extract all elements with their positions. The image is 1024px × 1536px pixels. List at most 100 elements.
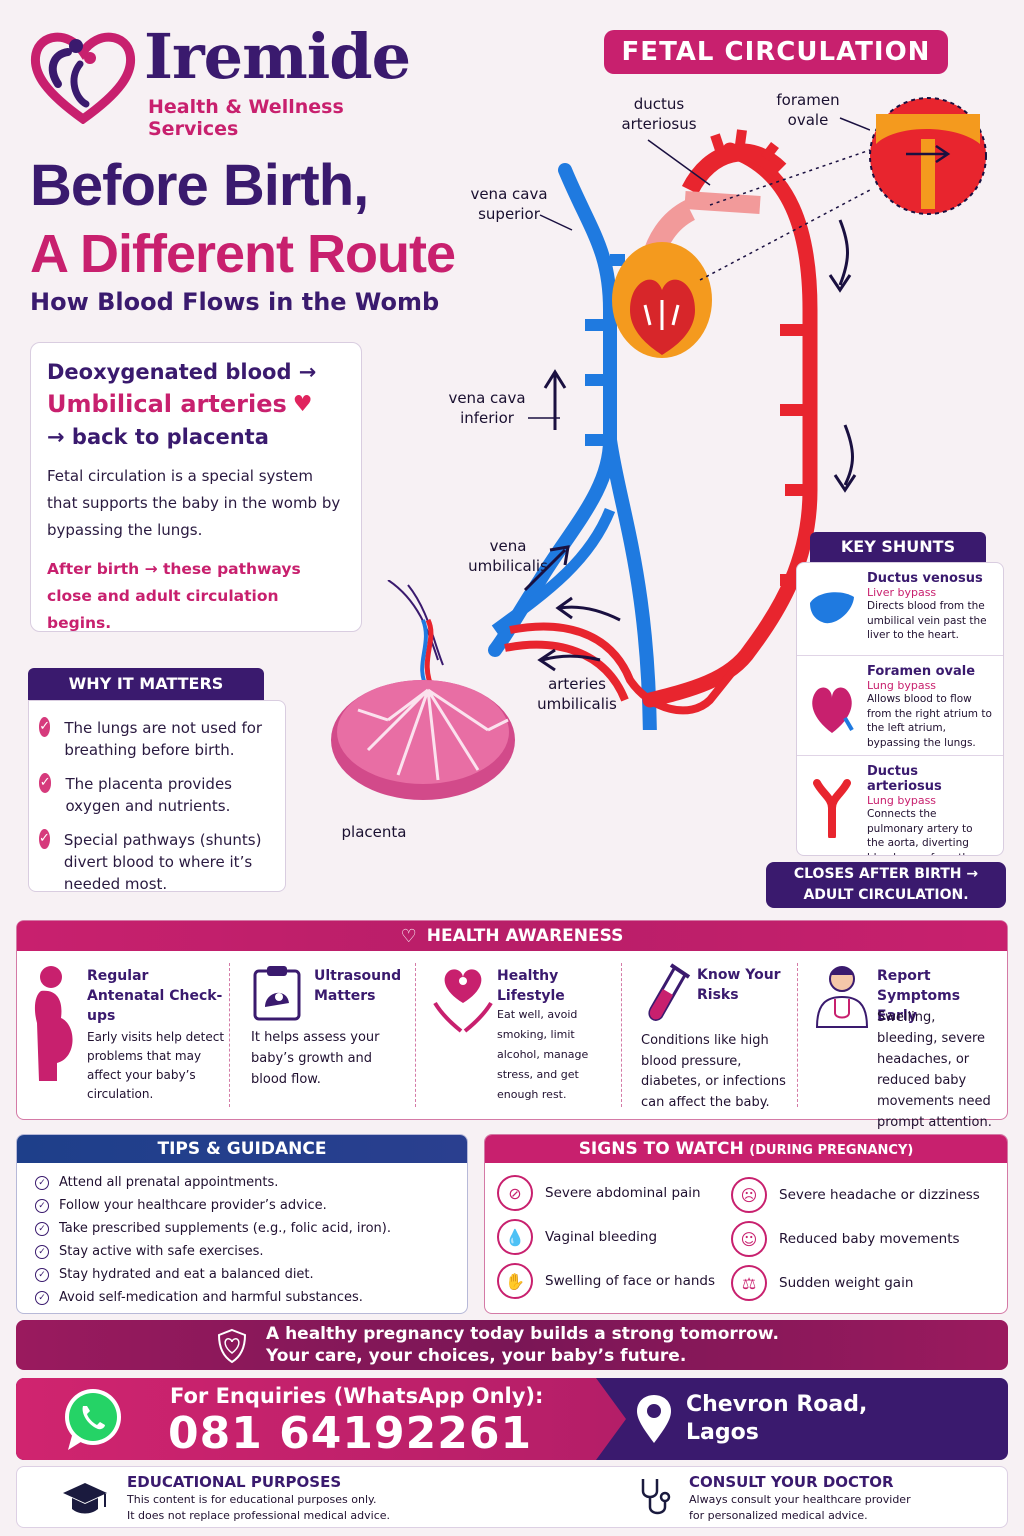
sign-item: 💧Vaginal bleeding xyxy=(497,1215,737,1259)
footer: EDUCATIONAL PURPOSES This content is for… xyxy=(16,1466,1008,1528)
hand-icon: ✋ xyxy=(497,1263,533,1299)
edu-body2: It does not replace professional medical… xyxy=(127,1509,391,1522)
intro-body: Fetal circulation is a special system th… xyxy=(47,467,341,539)
contact-label: For Enquiries (WhatsApp Only): xyxy=(170,1384,544,1408)
awareness-item: Ultrasound Matters It helps assess your … xyxy=(249,961,424,1111)
artery-icon xyxy=(813,779,851,838)
awareness-section: ♡ HEALTH AWARENESS Regular Antenatal Che… xyxy=(16,920,1008,1130)
banner-line2: Your care, your choices, your baby’s fut… xyxy=(266,1346,687,1366)
awareness-item: Know Your Risks Conditions like high blo… xyxy=(635,961,805,1111)
why-item: ✓The lungs are not used for breathing be… xyxy=(39,717,263,759)
headline-line3: How Blood Flows in the Womb xyxy=(30,288,440,316)
doctor-icon xyxy=(815,966,869,1028)
whatsapp-icon[interactable] xyxy=(58,1384,128,1454)
contact-address1: Chevron Road, xyxy=(686,1392,868,1417)
pregnant-woman-icon xyxy=(34,966,73,1081)
brand-name: Iremide xyxy=(144,20,411,93)
logo-mark-icon xyxy=(30,32,136,124)
edu-title: EDUCATIONAL PURPOSES xyxy=(127,1473,342,1491)
sign-item: ✋Swelling of face or hands xyxy=(497,1259,737,1303)
heartbeat-icon: ♡ xyxy=(400,925,417,947)
label-vena-cava-superior: vena cava superior xyxy=(470,185,548,223)
aorta-path xyxy=(642,142,818,708)
check-icon: ✓ xyxy=(35,1175,49,1190)
awareness-item: Healthy Lifestyle Eat well, avoid smokin… xyxy=(429,961,629,1111)
signs-header: SIGNS TO WATCH (DURING PREGNANCY) xyxy=(485,1135,1007,1163)
intro-card: Deoxygenated blood → Umbilical arteries … xyxy=(30,342,362,632)
message-banner: A healthy pregnancy today builds a stron… xyxy=(16,1320,1008,1370)
check-icon: ✓ xyxy=(39,829,50,849)
awareness-header: ♡ HEALTH AWARENESS xyxy=(17,921,1007,951)
shunts-title: KEY SHUNTS xyxy=(810,532,986,562)
liver-icon xyxy=(810,592,854,624)
headache-icon: ☹ xyxy=(731,1177,767,1213)
placenta-icon xyxy=(331,580,515,800)
label-arteries-umbilicalis: arteries umbilicalis xyxy=(537,675,617,713)
tip-item: ✓Follow your healthcare provider’s advic… xyxy=(35,1194,449,1217)
awareness-item: Report Symptoms Early Swelling, bleeding… xyxy=(811,961,1001,1130)
diagram-title: FETAL CIRCULATION xyxy=(604,30,948,74)
contact-address2: Lagos xyxy=(686,1420,759,1445)
tip-item: ✓Attend all prenatal appointments. xyxy=(35,1171,449,1194)
why-item: ✓The placenta provides oxygen and nutrie… xyxy=(39,773,232,815)
headline-line1: Before Birth, xyxy=(30,153,369,218)
location-pin-icon xyxy=(637,1395,671,1443)
heart-icon: ♥ xyxy=(292,391,313,417)
tips-title: TIPS & GUIDANCE xyxy=(17,1135,467,1163)
vena-cava-lower xyxy=(603,439,657,730)
fetal-heart-icon xyxy=(612,242,712,358)
check-icon: ✓ xyxy=(39,717,51,737)
graduation-cap-icon xyxy=(63,1483,107,1514)
tip-item: ✓Stay hydrated and eat a balanced diet. xyxy=(35,1263,449,1286)
intro-after: After birth → these pathways close and a… xyxy=(47,560,301,632)
awareness-item: Regular Antenatal Check-ups Early visits… xyxy=(29,961,229,1111)
why-item: ✓Special pathways (shunts) divert blood … xyxy=(39,829,262,893)
ultrasound-icon xyxy=(253,966,301,1021)
doc-body1: Always consult your healthcare provider xyxy=(689,1493,911,1506)
why-title: WHY IT MATTERS xyxy=(28,668,264,700)
tip-item: ✓Take prescribed supplements (e.g., foli… xyxy=(35,1217,449,1240)
brand-subtitle: Health & Wellness Services xyxy=(148,96,344,140)
sign-item: ☹Severe headache or dizziness xyxy=(731,1173,1001,1217)
intro-title3: → back to placenta xyxy=(47,425,269,449)
heart-icon xyxy=(812,687,854,733)
scale-icon: ⚖ xyxy=(731,1265,767,1301)
umbilical-artery-1 xyxy=(509,622,754,715)
tip-item: ✓Stay active with safe exercises. xyxy=(35,1240,449,1263)
label-foramen-ovale: foramen ovale xyxy=(776,91,840,129)
shunts-closes-badge: CLOSES AFTER BIRTH → ADULT CIRCULATION. xyxy=(766,862,1006,908)
label-vena-cava-inferior: vena cava inferior xyxy=(448,389,526,427)
blood-drop-icon: 💧 xyxy=(497,1219,533,1255)
umbilical-artery-2 xyxy=(504,640,629,702)
contact-phone[interactable]: 081 64192261 xyxy=(168,1408,533,1459)
tips-section: TIPS & GUIDANCE ✓Attend all prenatal app… xyxy=(16,1134,468,1314)
umbilical-vein xyxy=(491,507,616,635)
doc-body2: for personalized medical advice. xyxy=(689,1509,868,1522)
check-icon: ✓ xyxy=(35,1198,49,1213)
check-icon: ✓ xyxy=(39,773,52,793)
edu-body1: This content is for educational purposes… xyxy=(127,1493,377,1506)
contact-bar: For Enquiries (WhatsApp Only): 081 64192… xyxy=(16,1378,1008,1460)
intro-title1: Deoxygenated blood → xyxy=(47,360,317,384)
logo: Iremide Health & Wellness Services xyxy=(28,20,428,140)
check-icon: ✓ xyxy=(35,1290,49,1305)
sign-item: ⚖Sudden weight gain xyxy=(731,1261,1001,1305)
check-icon: ✓ xyxy=(35,1244,49,1259)
label-vena-umbilicalis: vena umbilicalis xyxy=(468,537,548,575)
doc-title: CONSULT YOUR DOCTOR xyxy=(689,1473,894,1491)
banner-line1: A healthy pregnancy today builds a stron… xyxy=(266,1324,779,1344)
sign-item: ⊘Severe abdominal pain xyxy=(497,1171,737,1215)
heart-hands-icon xyxy=(433,969,493,1033)
abdominal-pain-icon: ⊘ xyxy=(497,1175,533,1211)
check-icon: ✓ xyxy=(35,1267,49,1282)
foramen-ovale-zoom xyxy=(869,97,987,215)
shield-heart-icon xyxy=(217,1328,247,1364)
label-placenta: placenta xyxy=(341,823,407,841)
test-tube-icon xyxy=(648,963,691,1021)
circulation-diagram xyxy=(488,117,870,730)
check-icon: ✓ xyxy=(35,1221,49,1236)
